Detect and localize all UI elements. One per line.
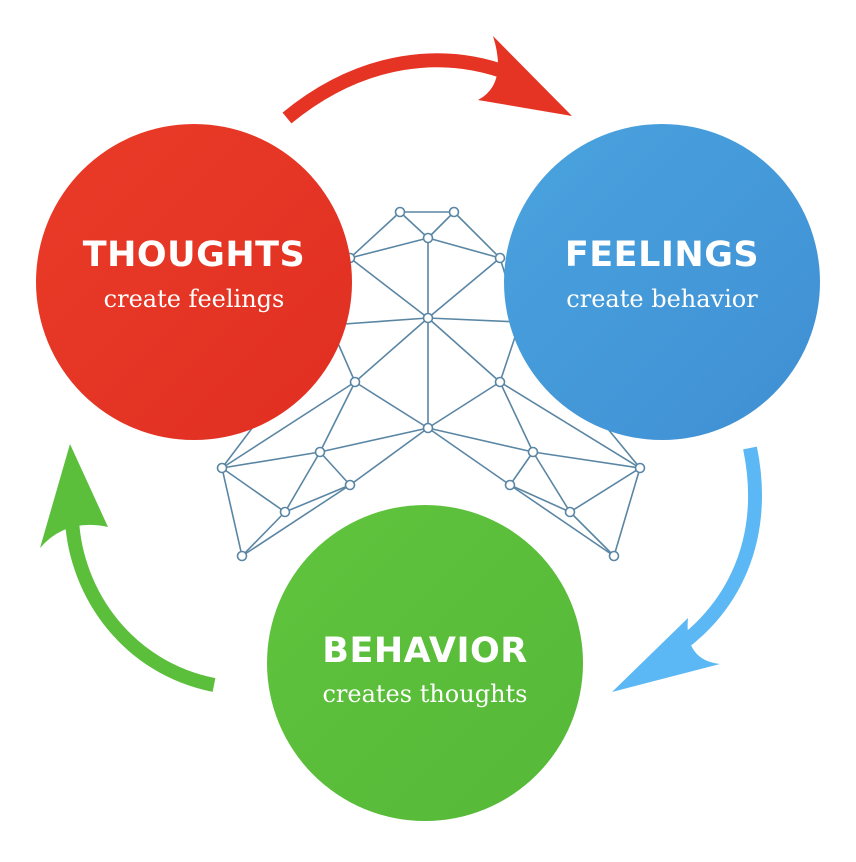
thoughts-title: THOUGHTS: [83, 235, 305, 275]
brain-edge: [427, 427, 511, 486]
thoughts-node: THOUGHTS create feelings: [36, 124, 352, 440]
brain-node: [279, 506, 291, 518]
brain-edge: [499, 381, 641, 469]
feelings-subtitle: create behavior: [566, 285, 758, 313]
brain-edge: [319, 381, 356, 453]
brain-node: [608, 550, 620, 562]
feelings-title: FEELINGS: [565, 235, 759, 275]
feelings-circle: [504, 124, 820, 440]
brain-node: [634, 462, 646, 474]
brain-network-icon: [216, 206, 646, 562]
brain-edge: [349, 237, 429, 259]
brain-edge: [499, 381, 534, 453]
brain-edge: [509, 484, 615, 557]
brain-edge: [221, 467, 286, 513]
brain-edge: [427, 317, 521, 323]
brain-node: [314, 446, 326, 458]
brain-edge: [427, 427, 534, 453]
brain-edge: [569, 511, 615, 557]
brain-edge: [427, 317, 501, 383]
brain-edge: [427, 237, 501, 259]
brain-node: [527, 446, 539, 458]
brain-edge: [221, 451, 321, 469]
brain-edge: [427, 381, 501, 429]
brain-edge: [349, 427, 429, 486]
brain-node: [422, 312, 434, 324]
brain-edge: [532, 451, 571, 513]
brain-edge: [354, 381, 429, 429]
brain-edge: [241, 511, 286, 557]
feelings-node: FEELINGS create behavior: [504, 124, 820, 440]
thoughts-subtitle: create feelings: [104, 285, 285, 313]
brain-node: [494, 252, 506, 264]
brain-node: [564, 506, 576, 518]
brain-node: [494, 376, 506, 388]
brain-node: [422, 232, 434, 244]
brain-node: [422, 422, 434, 434]
brain-edge: [569, 467, 641, 513]
behavior-subtitle: creates thoughts: [322, 680, 527, 708]
arrow-feelings-to-behavior: [612, 446, 762, 692]
brain-edge: [349, 211, 401, 259]
arrow-thoughts-to-feelings: [282, 36, 572, 124]
brain-edge: [319, 427, 429, 453]
behavior-circle: [267, 505, 583, 821]
brain-edge: [349, 257, 429, 319]
brain-node: [394, 206, 406, 218]
brain-edge: [284, 451, 321, 513]
brain-node: [344, 479, 356, 491]
arrow-behavior-to-thoughts: [40, 444, 216, 692]
brain-edge: [284, 484, 351, 513]
brain-node: [448, 206, 460, 218]
brain-edge: [453, 211, 501, 259]
behavior-title: BEHAVIOR: [322, 631, 527, 671]
brain-edge: [221, 467, 243, 557]
brain-node: [349, 376, 361, 388]
brain-edge: [613, 467, 641, 557]
brain-edge: [399, 211, 429, 239]
behavior-node: BEHAVIOR creates thoughts: [267, 505, 583, 821]
brain-edge: [509, 451, 534, 486]
thoughts-circle: [36, 124, 352, 440]
brain-edge: [221, 381, 356, 469]
brain-edge: [319, 451, 351, 486]
brain-node: [216, 462, 228, 474]
brain-edge: [427, 257, 501, 319]
brain-edge: [427, 211, 455, 239]
brain-node: [504, 479, 516, 491]
brain-edge: [354, 317, 429, 383]
brain-edge: [241, 484, 351, 557]
brain-edge: [509, 484, 571, 513]
brain-node: [236, 550, 248, 562]
brain-edge: [532, 451, 641, 469]
